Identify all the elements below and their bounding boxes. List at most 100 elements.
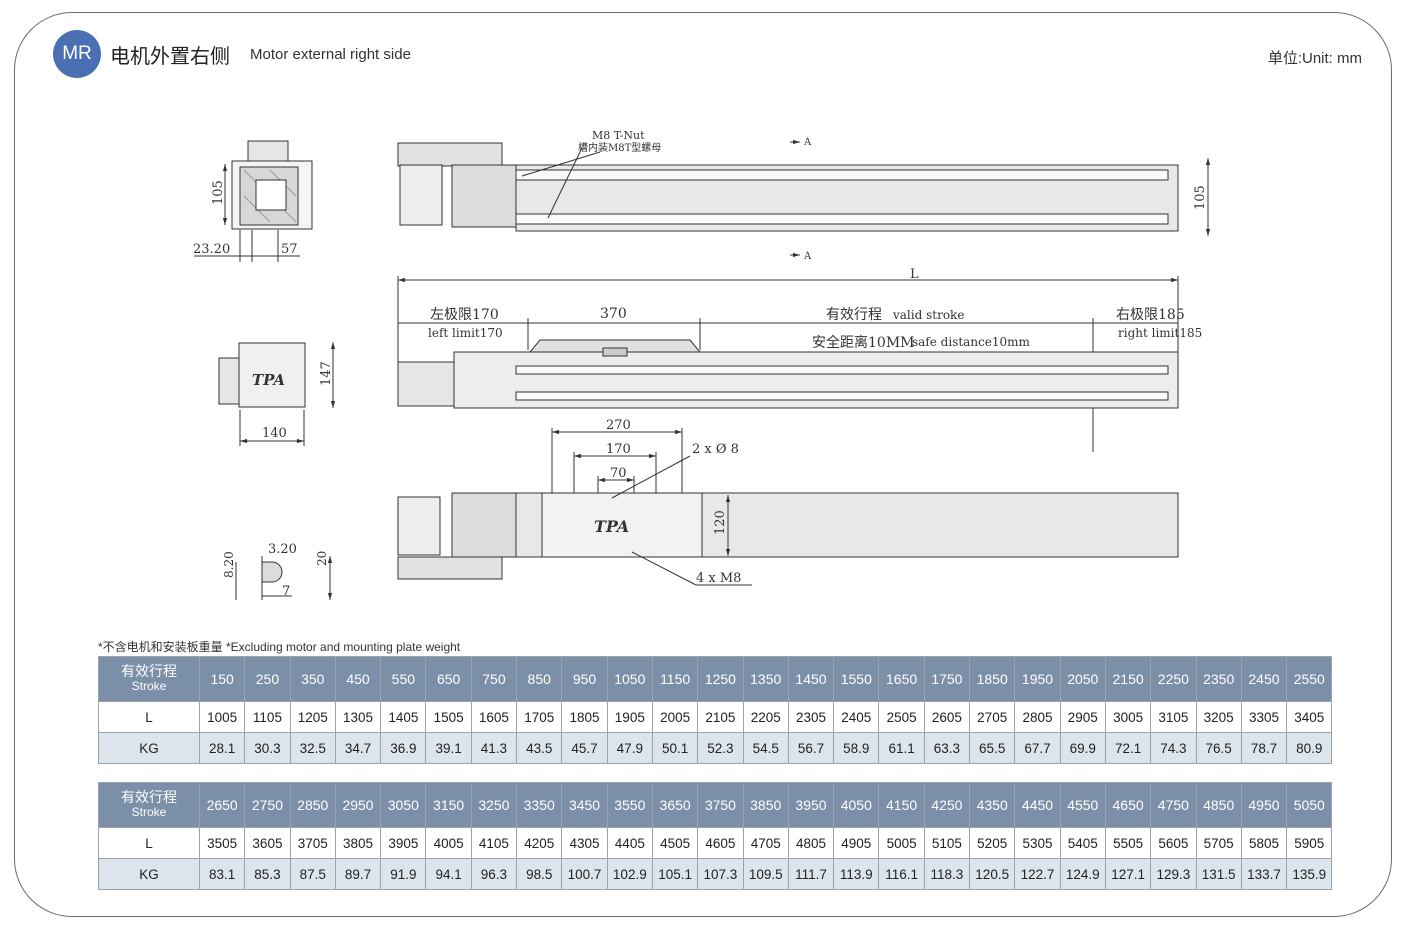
table-cell: 1250: [697, 656, 744, 702]
table-cell: 32.5: [289, 732, 336, 764]
table-cell: 105.1: [651, 858, 699, 890]
table-cell: 113.9: [833, 858, 880, 890]
table-cell: 4305: [561, 827, 608, 859]
dim-270: 270: [606, 418, 631, 433]
table-cell: 3905: [380, 827, 427, 859]
page-frame: [14, 12, 1392, 917]
table-cell: 1505: [425, 701, 472, 733]
table-cell: 1305: [334, 701, 382, 733]
front-view: [397, 276, 1179, 452]
table-cell: 3005: [1104, 701, 1152, 733]
technical-drawing: 105 23.20 57 M8 T-Nut 槽内装M8T型螺母 A A 105 …: [193, 129, 1211, 600]
table-cell: 2450: [1240, 656, 1288, 702]
weight-note: *不含电机和安装板重量 *Excluding motor and mountin…: [98, 640, 461, 654]
table-cell: 2850: [289, 782, 336, 828]
table-cell: 56.7: [787, 732, 835, 764]
table-cell: 1705: [516, 701, 563, 733]
table-cell: 350: [289, 656, 336, 702]
table-cell: 54.5: [742, 732, 789, 764]
table-cell: 69.9: [1059, 732, 1106, 764]
table-cell: 100.7: [561, 858, 608, 890]
table-cell: 89.7: [334, 858, 382, 890]
table-cell: 3605: [244, 827, 291, 859]
table-cell: 80.9: [1286, 732, 1333, 764]
table-cell: 3250: [470, 782, 518, 828]
page-title-en: Motor external right side: [250, 46, 411, 63]
table-cell: 4550: [1059, 782, 1106, 828]
table-cell: 4205: [516, 827, 563, 859]
table-cell: 36.9: [380, 732, 427, 764]
table-cell: 1050: [606, 656, 653, 702]
table-cell: 45.7: [561, 732, 608, 764]
table-cell: 111.7: [787, 858, 835, 890]
table-cell: 1905: [606, 701, 653, 733]
length-header: L: [98, 701, 200, 733]
table-cell: 2505: [878, 701, 925, 733]
safe-distance-en: safe distance10mm: [912, 335, 1031, 349]
table-cell: 5005: [878, 827, 925, 859]
table-cell: 4450: [1014, 782, 1061, 828]
table-cell: 750: [470, 656, 518, 702]
dim-L: L: [910, 267, 919, 282]
table-cell: 650: [425, 656, 472, 702]
section-a-bottom: A: [803, 251, 812, 262]
table-cell: 3305: [1240, 701, 1288, 733]
table-cell: 4050: [833, 782, 880, 828]
table-cell: 4505: [651, 827, 699, 859]
holes-label: 2 x Ø 8: [692, 442, 739, 457]
model-badge: MR: [53, 30, 101, 78]
table-cell: 3550: [606, 782, 653, 828]
table-cell: 2105: [697, 701, 744, 733]
table-cell: 450: [334, 656, 382, 702]
table-cell: 3950: [787, 782, 835, 828]
table-cell: 3205: [1195, 701, 1242, 733]
table-cell: 2605: [923, 701, 971, 733]
table-cell: 43.5: [516, 732, 563, 764]
table-cell: 127.1: [1104, 858, 1152, 890]
table-cell: 63.3: [923, 732, 971, 764]
table-cell: 4005: [425, 827, 472, 859]
table-cell: 47.9: [606, 732, 653, 764]
threads-label: 4 x M8: [696, 571, 741, 586]
table-cell: 150: [198, 656, 246, 702]
dim-105-right: 105: [1193, 185, 1208, 210]
table-cell: 1805: [561, 701, 608, 733]
right-limit-cn: 右极限185: [1116, 307, 1185, 323]
table-cell: 550: [380, 656, 427, 702]
table-cell: 1450: [787, 656, 835, 702]
dim-140: 140: [262, 426, 287, 441]
page-title-cn: 电机外置右侧: [110, 46, 230, 68]
table-cell: 98.5: [516, 858, 563, 890]
right-limit-en: right limit185: [1118, 326, 1202, 340]
table-cell: 1750: [923, 656, 971, 702]
table-cell: 76.5: [1195, 732, 1242, 764]
table-cell: 4150: [878, 782, 925, 828]
table-cell: 1005: [198, 701, 246, 733]
table-cell: 1405: [380, 701, 427, 733]
table-cell: 4905: [833, 827, 880, 859]
table-cell: 50.1: [651, 732, 699, 764]
table-cell: 52.3: [697, 732, 744, 764]
top-view: [397, 139, 1211, 258]
table-cell: 5505: [1104, 827, 1152, 859]
table-cell: 3850: [742, 782, 789, 828]
table-cell: 2905: [1059, 701, 1106, 733]
table-cell: 1550: [833, 656, 880, 702]
table-cell: 94.1: [425, 858, 472, 890]
table-cell: 1950: [1014, 656, 1061, 702]
dim-20: 20: [315, 551, 329, 566]
valid-stroke-cn: 有效行程: [826, 307, 882, 323]
table-cell: 5605: [1150, 827, 1197, 859]
table-cell: 1605: [470, 701, 518, 733]
table-cell: 3650: [651, 782, 699, 828]
table-cell: 5050: [1286, 782, 1333, 828]
dim-105-left: 105: [211, 180, 226, 205]
table-cell: 87.5: [289, 858, 336, 890]
table-cell: 4350: [969, 782, 1016, 828]
table-cell: 2205: [742, 701, 789, 733]
table-cell: 3505: [198, 827, 246, 859]
